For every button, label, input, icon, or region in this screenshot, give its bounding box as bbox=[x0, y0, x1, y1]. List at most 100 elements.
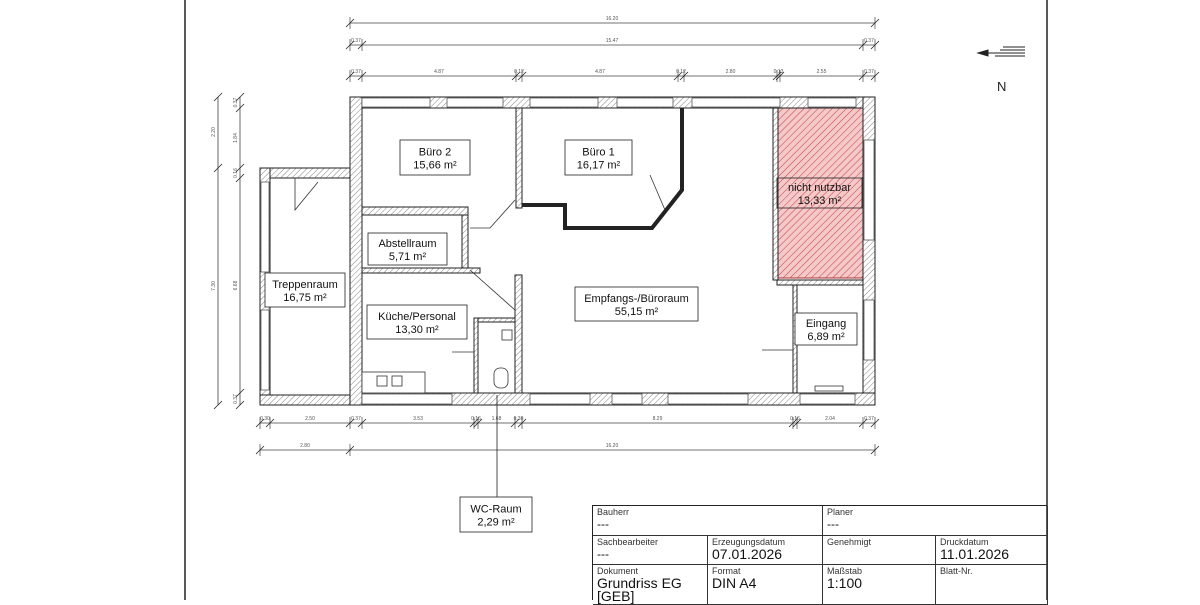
dimension-label: 0.12 bbox=[676, 69, 686, 75]
dimension-label: 15.47 bbox=[606, 38, 619, 44]
label: Druckdatum bbox=[940, 537, 989, 547]
dimension-label: 0.16 bbox=[471, 416, 481, 422]
title-block: Bauherr--- Planer--- Sachbearbeiter--- E… bbox=[592, 505, 1048, 605]
dimension-label: 2.80 bbox=[300, 443, 310, 449]
doors bbox=[294, 174, 844, 394]
label: Planer bbox=[827, 507, 854, 517]
room-label-box bbox=[367, 232, 448, 266]
dimension-label: 8.29 bbox=[653, 416, 663, 422]
dimension-label: 2.04 bbox=[825, 416, 835, 422]
tb-blatt: Blatt-Nr. bbox=[936, 565, 1048, 605]
dimension-label: 0.16 bbox=[233, 168, 239, 178]
room-name: Büro 1 bbox=[582, 147, 614, 159]
dimension-tick bbox=[235, 103, 245, 113]
room-name: Abstellraum bbox=[378, 238, 436, 250]
unusable-area bbox=[776, 107, 864, 279]
value: 11.01.2026 bbox=[940, 546, 1010, 562]
dimension-tick bbox=[213, 92, 223, 102]
room-label-box bbox=[264, 272, 346, 308]
windows bbox=[260, 97, 875, 405]
dimension-tick bbox=[213, 163, 223, 173]
dimension-label: 1.84 bbox=[233, 133, 239, 143]
dimension-label: 0.37 bbox=[864, 38, 874, 44]
dimension-label: 3.53 bbox=[413, 416, 423, 422]
dimension-label: 0.37 bbox=[864, 416, 874, 422]
value: --- bbox=[597, 547, 609, 561]
room-area: 16,75 m² bbox=[283, 292, 327, 304]
dimension-label: 0.37 bbox=[351, 38, 361, 44]
dimension-label: 16.20 bbox=[606, 443, 619, 449]
dimension-label: 16.20 bbox=[606, 16, 619, 22]
dimension-tick bbox=[235, 388, 245, 398]
label: Sachbearbeiter bbox=[597, 537, 659, 547]
value: --- bbox=[827, 517, 839, 531]
dimension-tick bbox=[235, 92, 245, 102]
room-area: 6,89 m² bbox=[807, 331, 845, 343]
dimension-label: 0.30 bbox=[260, 416, 270, 422]
value: DIN A4 bbox=[712, 575, 757, 591]
value: 1:100 bbox=[827, 575, 863, 591]
room-label-box bbox=[574, 286, 699, 322]
tb-planer: Planer--- bbox=[823, 506, 1048, 536]
dimension-label: 6.68 bbox=[233, 280, 239, 290]
room-label-box bbox=[399, 139, 471, 176]
tb-sachbearbeiter: Sachbearbeiter--- bbox=[593, 536, 708, 565]
room-label-box bbox=[776, 177, 863, 209]
room-label-buero2: Büro 215,66 m² bbox=[399, 139, 471, 176]
room-label-box bbox=[564, 139, 633, 176]
value: --- bbox=[597, 517, 609, 531]
label: Genehmigt bbox=[827, 537, 872, 547]
label: Dokument bbox=[597, 566, 639, 576]
dimension-label: 0.37 bbox=[233, 394, 239, 404]
dimension-tick bbox=[213, 400, 223, 410]
label: Format bbox=[712, 566, 741, 576]
value: Grundriss EG [GEB] bbox=[597, 575, 682, 604]
tb-genehmigt: Genehmigt bbox=[823, 536, 936, 565]
room-name: nicht nutzbar bbox=[788, 182, 851, 194]
dimension-label: 4.87 bbox=[434, 69, 444, 75]
room-area: 15,66 m² bbox=[413, 160, 457, 172]
north-label: N bbox=[997, 79, 1006, 94]
label: Blatt-Nr. bbox=[940, 566, 973, 576]
label: Bauherr bbox=[597, 507, 630, 517]
dimension-label: 2.50 bbox=[305, 416, 315, 422]
dimension-label: 0.12 bbox=[514, 69, 524, 75]
room-name: Büro 2 bbox=[419, 147, 451, 159]
room-name: Empfangs-/Büroraum bbox=[584, 293, 689, 305]
room-label-box bbox=[794, 312, 858, 346]
room-name: Treppenraum bbox=[272, 279, 338, 291]
room-label-buero1: Büro 116,17 m² bbox=[564, 139, 633, 176]
dimension-label: 0.37 bbox=[351, 69, 361, 75]
tb-bauherr: Bauherr--- bbox=[593, 506, 823, 536]
room-area: 16,17 m² bbox=[577, 160, 621, 172]
room-name: Eingang bbox=[806, 318, 846, 330]
dimension-label: 7.30 bbox=[211, 281, 217, 291]
dimension-tick bbox=[235, 163, 245, 173]
room-area: 13,33 m² bbox=[798, 195, 842, 207]
dimension-label: 2.80 bbox=[726, 69, 736, 75]
room-area: 5,71 m² bbox=[389, 251, 427, 263]
label: Erzeugungsdatum bbox=[712, 537, 786, 547]
room-label-box bbox=[459, 496, 533, 533]
room-area: 2,29 m² bbox=[477, 517, 515, 529]
room-name: WC-Raum bbox=[470, 504, 521, 516]
dimension-label: 0.37 bbox=[351, 416, 361, 422]
north-arrow-icon bbox=[976, 46, 1025, 57]
dimension-label: 2.55 bbox=[817, 69, 827, 75]
label: Maßstab bbox=[827, 566, 863, 576]
dimension-label: 1.68 bbox=[492, 416, 502, 422]
dimension-label: 0.30 bbox=[514, 416, 524, 422]
